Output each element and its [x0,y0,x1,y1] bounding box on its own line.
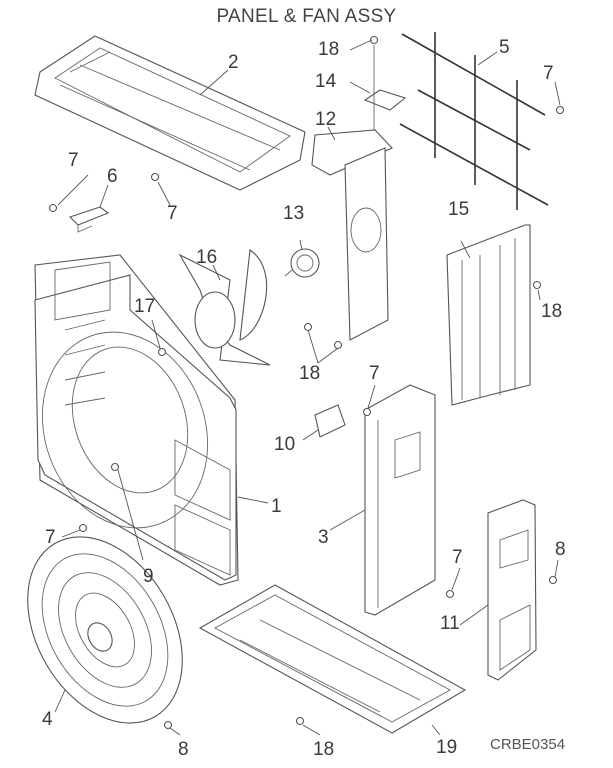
callout-7: 7 [452,547,463,568]
diagram-title: PANEL & FAN ASSY [216,6,397,27]
callout-7: 7 [543,63,554,84]
callout-18: 18 [318,39,340,60]
callout-13: 13 [283,203,305,224]
part-fan-guard [27,536,183,724]
callout-7: 7 [45,527,56,548]
callout-18: 18 [541,301,563,322]
callout-8: 8 [178,739,189,760]
part-6-bracket [68,206,110,233]
part-clip [363,89,407,111]
part-base-pan [198,584,467,734]
callout-18: 18 [299,363,321,384]
callout-7: 7 [68,150,79,171]
callout-7: 7 [369,363,380,384]
part-service-panel [364,384,436,616]
drawing-code: CRBE0354 [490,736,566,753]
callout-18: 18 [313,739,335,760]
screws [48,35,565,730]
part-motor-bracket [311,129,393,341]
part-top-panel [34,35,306,191]
callout-4: 4 [42,709,53,730]
part-fan-blade [178,249,271,366]
callout-8: 8 [555,539,566,560]
part-rear-guard [399,32,549,210]
part-side-panel [446,224,531,406]
callout-16: 16 [196,247,218,268]
callout-3: 3 [318,527,329,548]
callout-6: 6 [107,166,118,187]
callout-7: 7 [167,203,178,224]
callout-15: 15 [448,199,470,220]
part-front-panel [34,254,239,586]
callout-2: 2 [228,52,239,73]
part-motor [284,248,320,278]
callout-5: 5 [499,37,510,58]
part-cover [314,404,346,438]
callout-9: 9 [143,566,154,587]
callout-14: 14 [315,71,337,92]
callout-17: 17 [134,296,156,317]
callout-19: 19 [436,737,458,758]
leader-lines [54,39,561,736]
callout-10: 10 [274,434,296,455]
callout-12: 12 [315,109,337,130]
callout-11: 11 [440,613,460,634]
callout-1: 1 [271,496,282,517]
part-side-cover [487,499,537,681]
